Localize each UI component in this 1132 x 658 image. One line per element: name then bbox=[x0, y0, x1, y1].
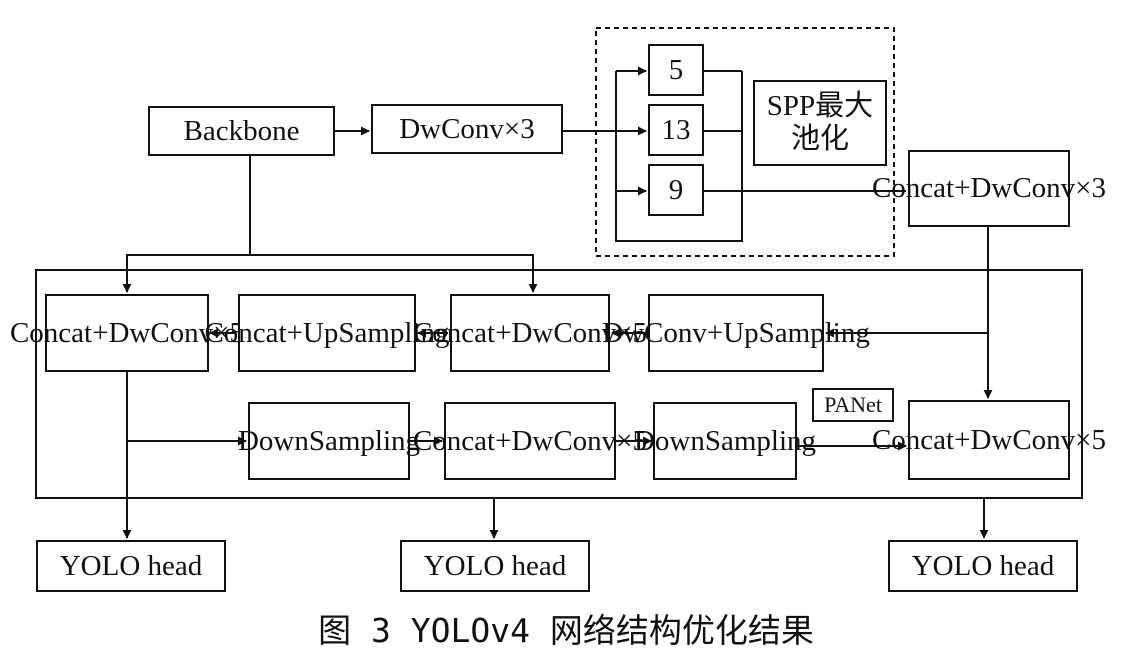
concat-dwconv5-right-box: Concat+DwConv×5 bbox=[872, 400, 1106, 480]
dwconv-upsampling-box: DwConv+UpSampling bbox=[602, 294, 870, 372]
downsampling-2-label: DownSampling bbox=[633, 424, 817, 457]
panet-label: PANet bbox=[824, 392, 882, 417]
edge-backbone-branch-mid bbox=[250, 254, 538, 293]
panet-label-box: PANet bbox=[812, 388, 894, 422]
concat-dwconv3-box: Concat+DwConv×3 bbox=[872, 150, 1106, 227]
dwconv3-label: DwConv×3 bbox=[399, 112, 535, 145]
pool13-box: 13 bbox=[648, 104, 704, 156]
downsampling-1-label: DownSampling bbox=[237, 424, 421, 457]
concat-dwconv5-right-label: Concat+DwConv×5 bbox=[871, 423, 1107, 456]
yolo-head-left-box: YOLO head bbox=[36, 540, 226, 592]
yolo-head-left-label: YOLO head bbox=[59, 549, 203, 582]
pool5-box: 5 bbox=[648, 44, 704, 96]
backbone-box: Backbone bbox=[148, 106, 335, 156]
pool9-label: 9 bbox=[668, 173, 684, 206]
spp-box: SPP最大池化 bbox=[753, 80, 887, 166]
concat-dwconv5-left-box: Concat+DwConv×5 bbox=[10, 294, 244, 372]
dwconv3-box: DwConv×3 bbox=[371, 104, 563, 154]
figure-caption: 图 3 YOLOv4 网络结构优化结果 bbox=[318, 611, 814, 650]
panet-region bbox=[35, 269, 1083, 499]
yolo-head-mid-label: YOLO head bbox=[423, 549, 567, 582]
concat-dwconv5-left-label: Concat+DwConv×5 bbox=[9, 316, 245, 349]
backbone-label: Backbone bbox=[183, 114, 300, 147]
downsampling-1-box: DownSampling bbox=[238, 402, 420, 480]
concat-dwconv5-mid-bottom-box: Concat+DwConv×5 bbox=[413, 402, 647, 480]
yolo-head-mid-box: YOLO head bbox=[400, 540, 590, 592]
pool9-box: 9 bbox=[648, 164, 704, 216]
edge-backbone-branch-left bbox=[122, 254, 250, 293]
dwconv-upsampling-label: DwConv+UpSampling bbox=[602, 316, 870, 349]
concat-upsampling-label: Concat+UpSampling bbox=[204, 316, 450, 349]
concat-dwconv5-mid-top-box: Concat+DwConv×5 bbox=[413, 294, 647, 372]
yolo-head-right-label: YOLO head bbox=[911, 549, 1055, 582]
concat-dwconv5-mid-top-label: Concat+DwConv×5 bbox=[412, 316, 648, 349]
spp-input-bus bbox=[615, 71, 743, 242]
downsampling-2-box: DownSampling bbox=[634, 402, 816, 480]
concat-dwconv5-mid-bottom-label: Concat+DwConv×5 bbox=[412, 424, 648, 457]
pool5-label: 5 bbox=[668, 53, 684, 86]
concat-upsampling-box: Concat+UpSampling bbox=[204, 294, 450, 372]
spp-dashed-region bbox=[595, 27, 895, 257]
spp-label: SPP最大池化 bbox=[766, 89, 874, 155]
yolo-head-right-box: YOLO head bbox=[888, 540, 1078, 592]
concat-dwconv3-label: Concat+DwConv×3 bbox=[871, 172, 1107, 205]
pool13-label: 13 bbox=[661, 113, 691, 146]
